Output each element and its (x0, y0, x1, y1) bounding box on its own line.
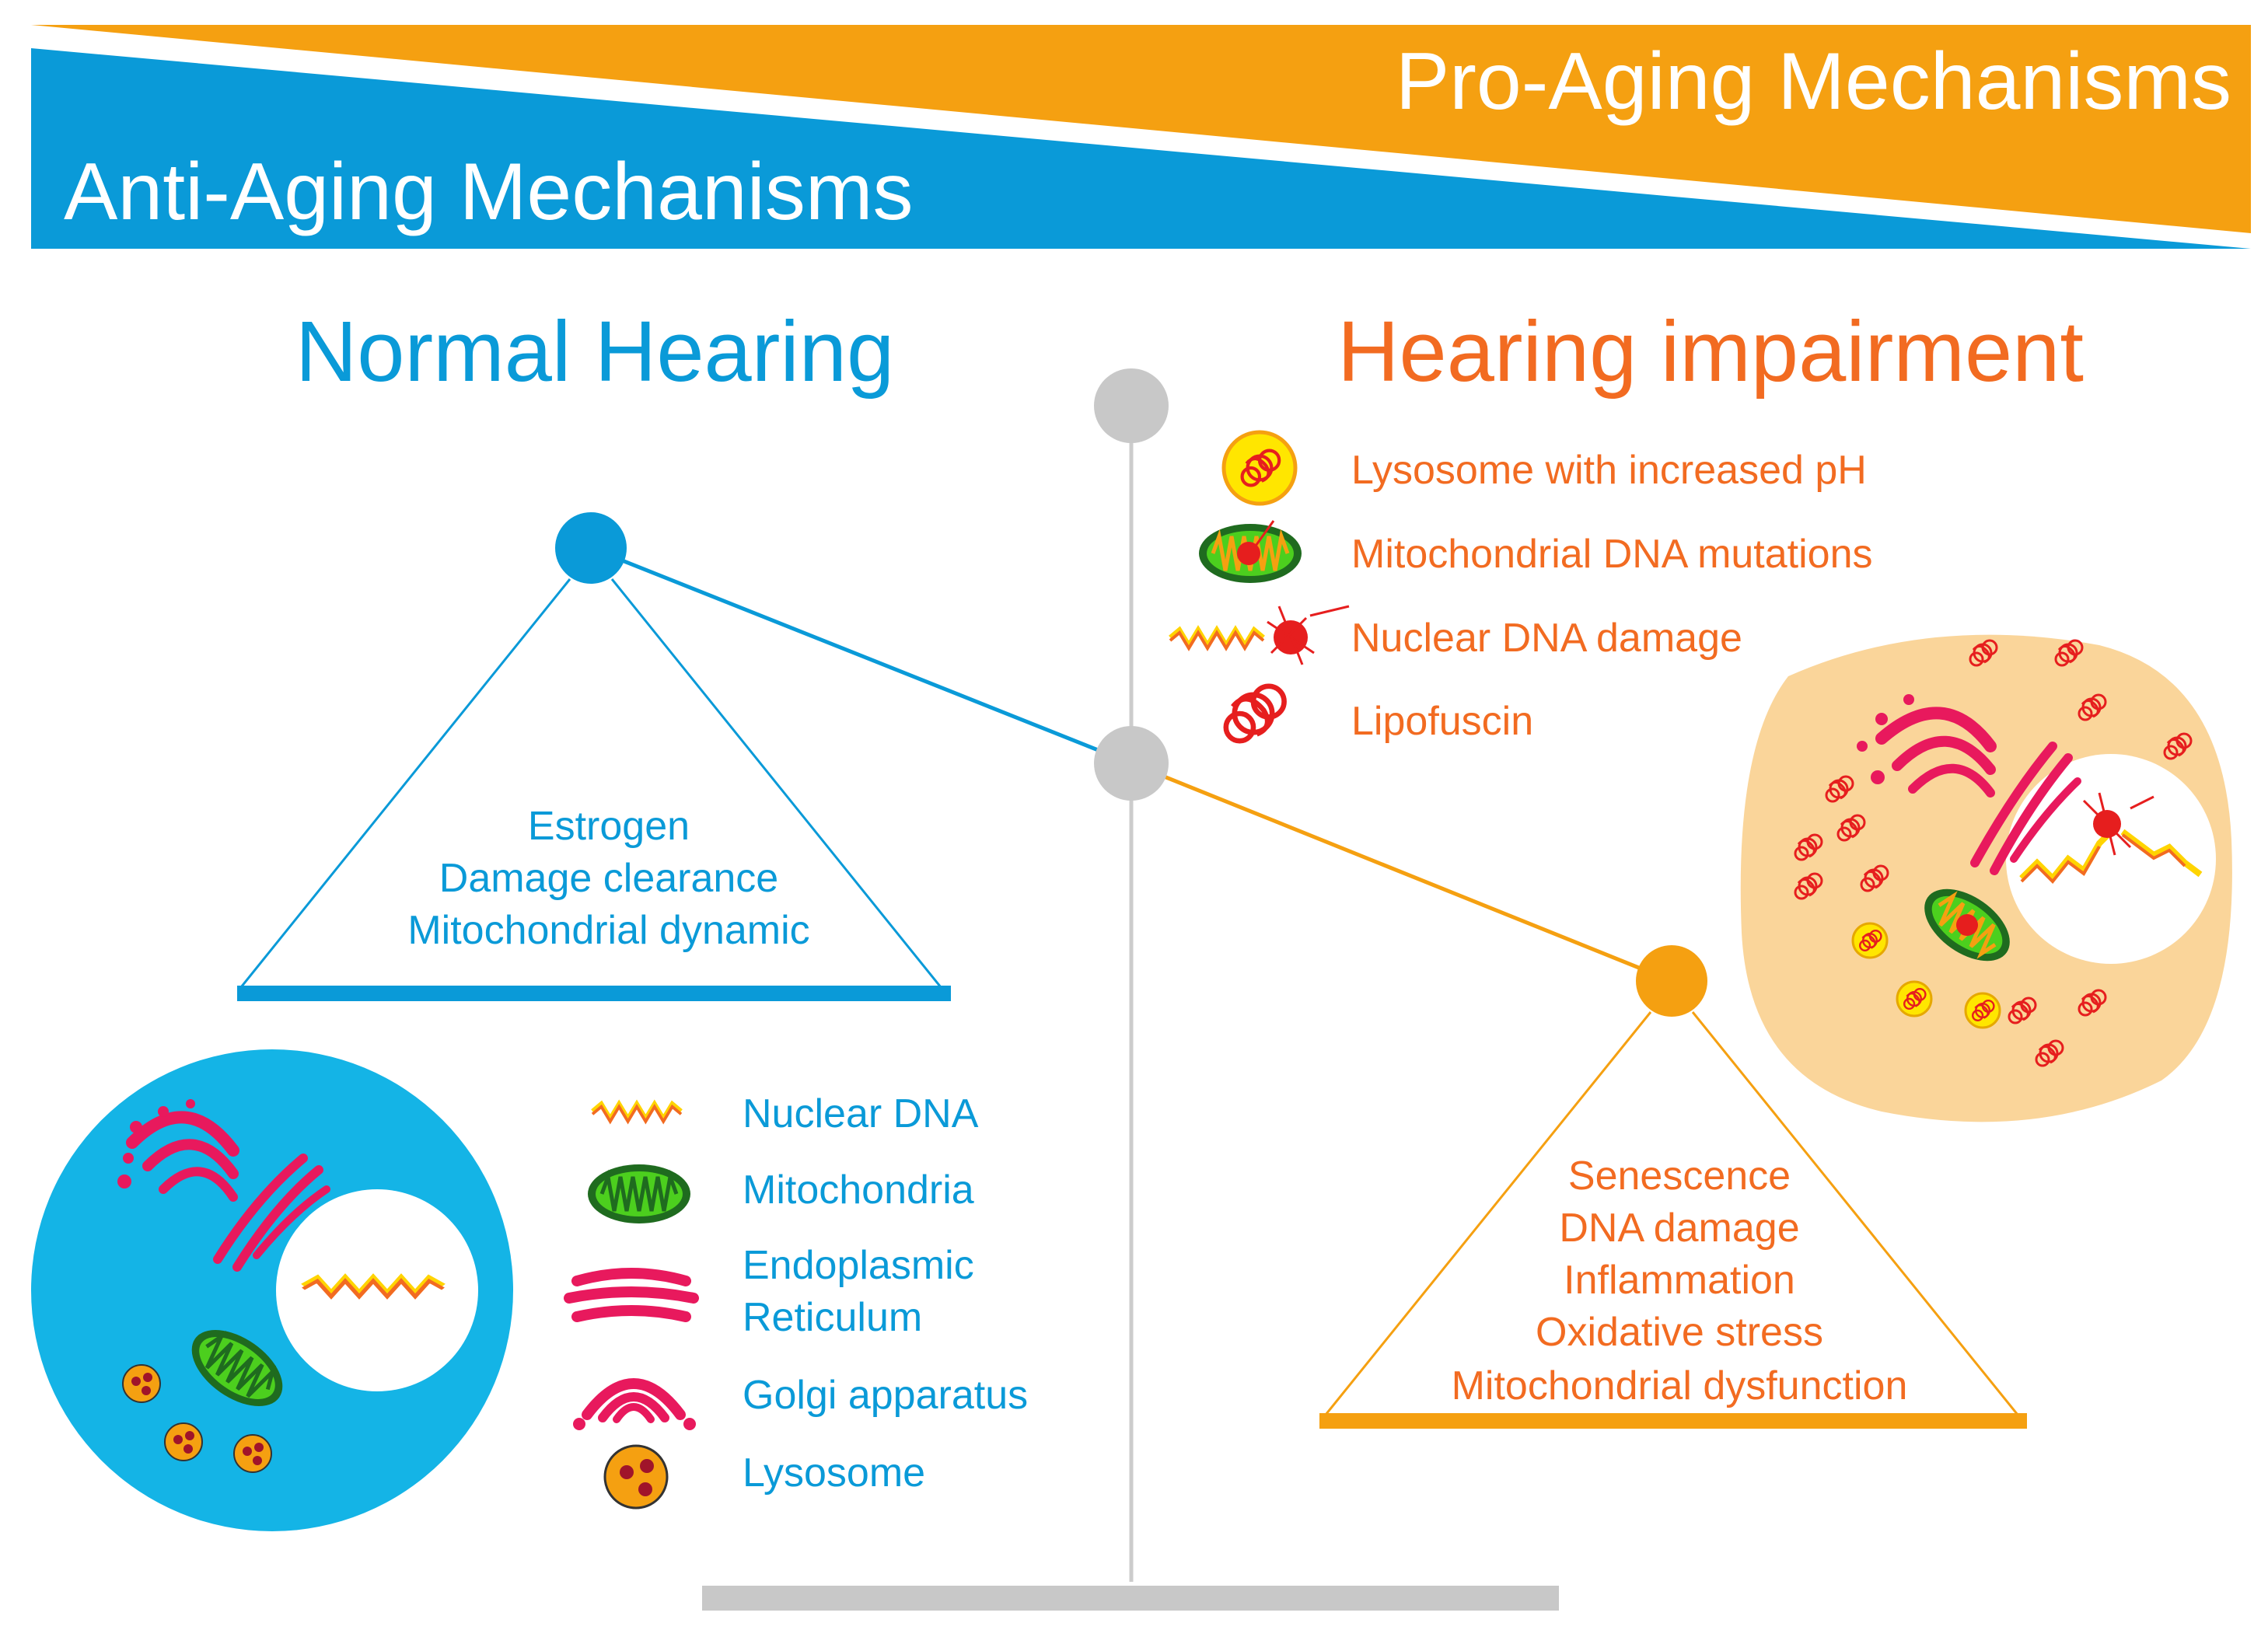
impaired-factor-inflammation: Inflammation (1564, 1258, 1795, 1303)
aged-mitochondrion (1924, 888, 2010, 962)
golgi-apparatus-icon (573, 1378, 696, 1430)
legend-label-lysosome: Lysosome (743, 1450, 925, 1496)
pro-aging-wedge (31, 25, 2251, 233)
aged-damaged-dna (2019, 792, 2203, 884)
scale-pivot (1094, 726, 1169, 801)
hearing-impairment-heading: Hearing impairment (1337, 304, 2084, 400)
left-pan-base (237, 986, 951, 1001)
normal-legend: Nuclear DNA Mitochondria Endoplasmic Ret… (564, 1091, 1028, 1510)
impaired-factor-senescence: Senescence (1568, 1154, 1791, 1199)
pro-aging-title: Pro-Aging Mechanisms (1396, 37, 2231, 127)
healthy-cell-nucleus (276, 1189, 478, 1391)
legend-label-mitochondria: Mitochondria (743, 1168, 974, 1213)
mutated-mitochondrion-icon (1199, 520, 1302, 583)
healthy-mitochondrion (191, 1329, 283, 1407)
balance-scale (237, 368, 2027, 1611)
normal-factor-mitochondrial-dynamic: Mitochondrial dynamic (407, 908, 809, 953)
impaired-legend: Lysosome with increased pH Mitochondrial… (1170, 430, 1873, 744)
healthy-lysosomes (122, 1364, 272, 1473)
aged-cell (1740, 634, 2232, 1122)
legend-label-nuclear-dna: Nuclear DNA (743, 1091, 979, 1136)
normal-hearing-heading: Normal Hearing (295, 304, 894, 400)
aged-er (1970, 742, 2081, 875)
healthy-er (213, 1154, 330, 1272)
normal-factor-damage-clearance: Damage clearance (439, 856, 778, 901)
anti-aging-wedge (31, 48, 2251, 249)
healthy-cell-body (31, 1049, 513, 1531)
lipofuscin-icon (1226, 686, 1284, 741)
legend-label-endoplasmic: Endoplasmic (743, 1243, 974, 1288)
impaired-factor-dna-damage: DNA damage (1559, 1206, 1799, 1251)
endoplasmic-reticulum-icon (564, 1268, 699, 1322)
dna-strand-icon (592, 1104, 681, 1122)
legend-label-nuclear-dna-damage: Nuclear DNA damage (1351, 616, 1742, 661)
right-pan-knob (1636, 945, 1707, 1017)
impaired-factor-mitochondrial-dysfunction: Mitochondrial dysfunction (1452, 1363, 1908, 1408)
anti-aging-title: Anti-Aging Mechanisms (64, 147, 913, 237)
scale-top-knob (1094, 368, 1169, 443)
normal-factor-estrogen: Estrogen (528, 804, 690, 849)
healthy-golgi (117, 1099, 239, 1202)
legend-label-mitochondrial-dna-mutations: Mitochondrial DNA mutations (1351, 532, 1873, 577)
legend-label-acidic-lysosome: Lysosome with increased pH (1351, 448, 1867, 493)
acidic-lysosome-icon (1221, 430, 1298, 506)
aged-golgi (1857, 694, 1997, 798)
right-pan-base (1319, 1413, 2027, 1429)
legend-label-reticulum: Reticulum (743, 1295, 922, 1340)
legend-label-golgi-apparatus: Golgi apparatus (743, 1373, 1028, 1418)
impaired-factor-oxidative-stress: Oxidative stress (1536, 1310, 1823, 1355)
scale-base (702, 1586, 1559, 1611)
lysosome-icon (603, 1444, 669, 1510)
legend-label-lipofuscin: Lipofuscin (1351, 699, 1533, 744)
banner: Pro-Aging Mechanisms Anti-Aging Mechanis… (31, 25, 2251, 249)
mitochondrion-icon (588, 1164, 690, 1223)
damaged-dna-icon (1170, 605, 1350, 665)
beam-right (1131, 761, 1672, 983)
left-pan-knob (555, 512, 627, 584)
beam-left (590, 546, 1132, 766)
healthy-cell (31, 1049, 513, 1531)
